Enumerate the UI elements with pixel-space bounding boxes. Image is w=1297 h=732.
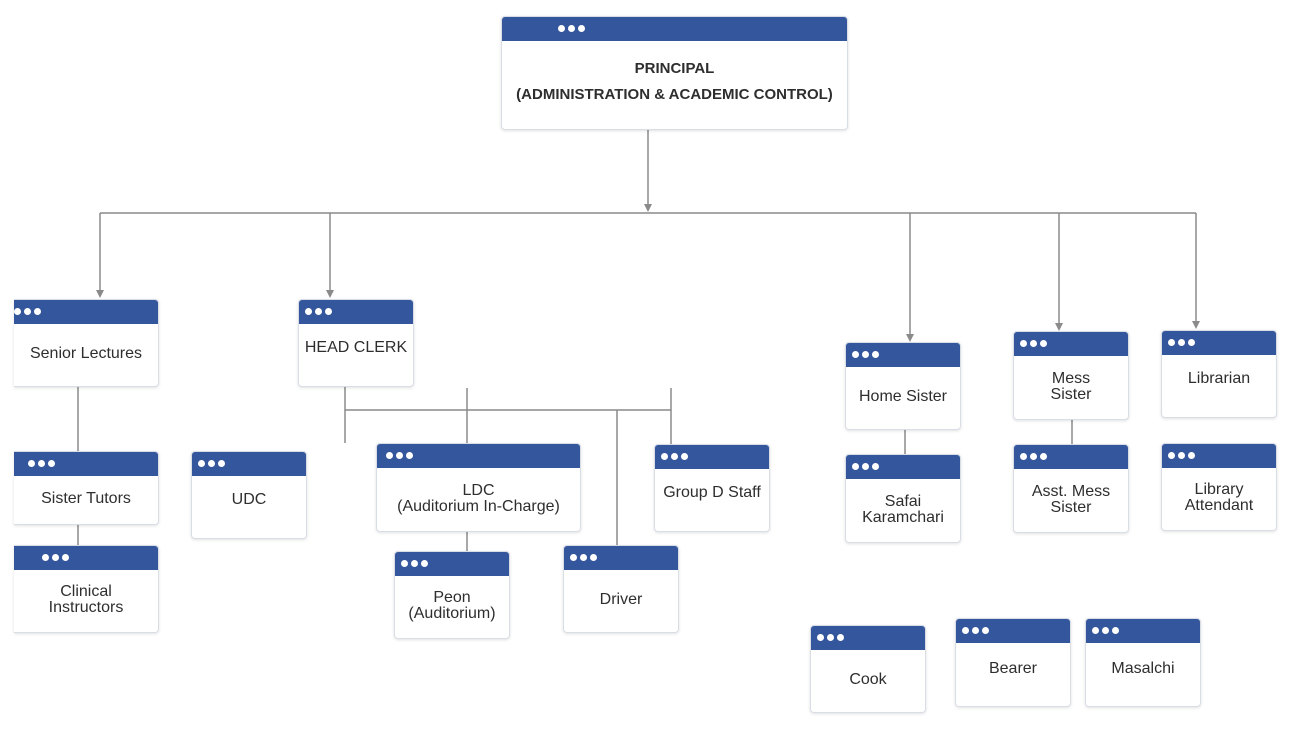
mess-sister-line1: Mess [1051, 369, 1091, 387]
head-clerk-label: HEAD CLERK [304, 339, 408, 356]
driver-card: Driver [563, 545, 679, 633]
mess-sister-card: Mess Sister [1013, 331, 1129, 420]
window-dots-icon [386, 452, 413, 460]
peon-line1: Peon [433, 589, 471, 606]
window-dots-icon [661, 453, 688, 461]
card-header-bar [811, 626, 925, 650]
card-header-bar [192, 452, 306, 476]
udc-label: UDC [231, 491, 267, 508]
group-d-staff-card: Group D Staff [654, 444, 770, 532]
ldc-card: LDC (Auditorium In-Charge) [376, 443, 581, 532]
clinical-instructors-card: Clinical Instructors [14, 545, 159, 633]
window-dots-icon [1020, 340, 1047, 348]
head-clerk-card: HEAD CLERK [298, 299, 414, 387]
card-header-bar [1162, 331, 1276, 355]
librarian-card: Librarian [1161, 330, 1277, 418]
window-dots-icon [198, 460, 225, 468]
window-dots-icon [1092, 627, 1119, 635]
card-header-bar [564, 546, 678, 570]
window-dots-icon [852, 351, 879, 359]
senior-lectures-card: Senior Lectures [14, 299, 159, 387]
card-header-bar [14, 300, 158, 324]
safai-karamchari-card: Safai Karamchari [845, 454, 961, 543]
bearer-card: Bearer [955, 618, 1071, 707]
window-dots-icon [14, 308, 41, 316]
card-header-bar [956, 619, 1070, 643]
group-d-staff-label: Group D Staff [663, 484, 761, 501]
window-dots-icon [1020, 453, 1047, 461]
peon-card: Peon (Auditorium) [394, 551, 510, 639]
clinical-instructors-line1: Clinical [60, 583, 112, 600]
card-header-bar [502, 17, 847, 41]
udc-card: UDC [191, 451, 307, 539]
ldc-line1: LDC [462, 481, 495, 499]
window-dots-icon [558, 25, 585, 33]
cook-label: Cook [849, 671, 887, 688]
sister-tutors-label: Sister Tutors [41, 490, 131, 507]
bearer-label: Bearer [988, 659, 1038, 677]
card-header-bar [14, 452, 158, 476]
asst-mess-sister-line1: Asst. Mess [1031, 482, 1111, 500]
principal-title: PRINCIPAL [634, 60, 715, 77]
window-dots-icon [42, 554, 69, 562]
card-header-bar [1162, 444, 1276, 468]
window-dots-icon [28, 460, 55, 468]
peon-line2: (Auditorium) [408, 605, 496, 622]
safai-karamchari-line1: Safai [884, 492, 922, 510]
window-dots-icon [401, 560, 428, 568]
window-dots-icon [1168, 339, 1195, 347]
mess-sister-line2: Sister [1050, 385, 1092, 403]
window-dots-icon [570, 554, 597, 562]
card-header-bar [846, 343, 960, 367]
senior-lectures-label: Senior Lectures [29, 345, 143, 362]
library-attendant-line2: Attendant [1184, 497, 1254, 514]
cook-card: Cook [810, 625, 926, 713]
card-header-bar [846, 455, 960, 479]
library-attendant-card: Library Attendant [1161, 443, 1277, 531]
librarian-label: Librarian [1187, 370, 1251, 387]
card-header-bar [299, 300, 413, 324]
home-sister-card: Home Sister [845, 342, 961, 430]
window-dots-icon [817, 634, 844, 642]
clinical-instructors-line2: Instructors [48, 599, 124, 616]
principal-subtitle: (ADMINISTRATION & ACADEMIC CONTROL) [516, 86, 833, 103]
window-dots-icon [305, 308, 332, 316]
card-header-bar [377, 444, 580, 468]
card-header-bar [1014, 445, 1128, 469]
sister-tutors-card: Sister Tutors [14, 451, 159, 525]
window-dots-icon [962, 627, 989, 635]
card-header-bar [655, 445, 769, 469]
card-header-bar [395, 552, 509, 576]
asst-mess-sister-card: Asst. Mess Sister [1013, 444, 1129, 533]
driver-label: Driver [599, 591, 643, 608]
asst-mess-sister-line2: Sister [1050, 498, 1092, 516]
library-attendant-line1: Library [1194, 481, 1244, 498]
masalchi-card: Masalchi [1085, 618, 1201, 707]
masalchi-label: Masalchi [1111, 659, 1175, 677]
card-header-bar [14, 546, 158, 570]
card-header-bar [1014, 332, 1128, 356]
window-dots-icon [852, 463, 879, 471]
principal-card: PRINCIPAL (ADMINISTRATION & ACADEMIC CON… [501, 16, 848, 130]
window-dots-icon [1168, 452, 1195, 460]
ldc-line2: (Auditorium In-Charge) [397, 497, 560, 515]
safai-karamchari-line2: Karamchari [862, 508, 944, 526]
card-header-bar [1086, 619, 1200, 643]
home-sister-label: Home Sister [858, 388, 948, 405]
